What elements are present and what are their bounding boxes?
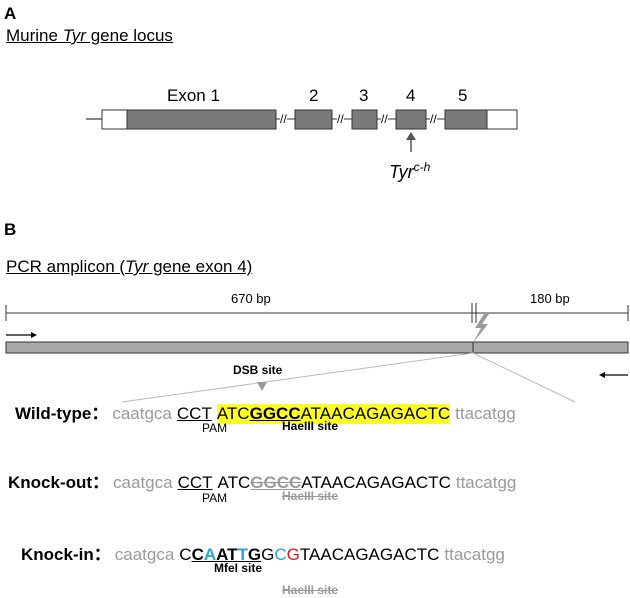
pam-sequence: CCT — [176, 404, 212, 423]
forward-primer-arrowhead — [31, 332, 37, 338]
knockin-base: C — [179, 545, 192, 564]
wildtype-pam-label: PAM — [202, 421, 228, 435]
allele-superscript: c-h — [413, 160, 431, 174]
target-sequence: ATCGGCCATAACAGAGACTC — [216, 404, 451, 424]
zoom-line-right — [472, 352, 576, 403]
target-pre: ATC — [216, 404, 250, 423]
panel-b-title-prefix: PCR amplicon ( — [6, 257, 126, 276]
length-right-label: 180 bp — [530, 291, 570, 306]
mfei-base: AT — [216, 545, 238, 564]
knockin-base-mutated: C — [274, 545, 287, 564]
flank-left: caatgca — [114, 545, 175, 564]
panel-b-title-gene: Tyr — [125, 257, 149, 276]
mfei-base: G — [247, 545, 262, 564]
exon-5-label: 5 — [458, 86, 468, 105]
flank-left: caatgca — [112, 404, 172, 423]
panel-a-title-gene: Tyr — [62, 26, 86, 45]
panel-a-title-suffix: gene locus — [85, 26, 173, 45]
mfei-base: C — [191, 545, 204, 564]
zoom-line-left — [121, 352, 474, 403]
knockout-haeiii-label: HaeIII site — [282, 489, 339, 503]
exon-4-box — [395, 109, 427, 130]
dsb-marker-icon — [257, 382, 267, 391]
exon-3-label: 3 — [359, 86, 369, 105]
flank-left: caatgca — [113, 473, 173, 492]
reverse-primer-arrowhead — [599, 372, 605, 378]
knockin-label: Knock-in — [21, 545, 94, 564]
flank-right: ttacatgg — [444, 545, 505, 564]
lightning-bolt-icon — [473, 314, 489, 343]
panel-a-title: Murine Tyr gene locus — [6, 26, 173, 46]
exon-5-box — [444, 109, 488, 130]
colon: ： — [92, 473, 110, 492]
knockout-pam-label: PAM — [202, 491, 228, 505]
exon-2-label: 2 — [309, 86, 319, 105]
haeiii-site-struck: GGCC — [250, 473, 302, 492]
exon-2-box — [294, 109, 333, 130]
colon: ： — [93, 545, 111, 564]
exon-1-box — [126, 109, 277, 130]
flank-right: ttacatgg — [455, 404, 516, 423]
target-pre: ATC — [217, 473, 251, 492]
panel-a-title-prefix: Murine — [6, 26, 63, 45]
knockin-mfei-label: MfeI site — [214, 561, 263, 575]
allele-label: Tyrc-h — [389, 160, 430, 183]
panel-b-label: B — [4, 220, 17, 239]
utr-left — [101, 109, 128, 130]
mfei-site-sequence: CAATTG — [192, 545, 262, 565]
panel-a-label: A — [4, 4, 17, 23]
allele-gene: Tyr — [389, 162, 414, 182]
panel-b-title: PCR amplicon (Tyr gene exon 4) — [6, 257, 252, 277]
exon-3-box — [351, 109, 378, 130]
knockin-base: G — [261, 545, 275, 564]
target-post: TAACAGAGACTC — [299, 545, 440, 564]
knockout-label: Knock-out — [8, 473, 93, 492]
pam-sequence: CCT — [177, 473, 213, 492]
target-post: ATAACAGAGACTC — [301, 473, 451, 492]
mfei-base-mutated: A — [203, 545, 217, 564]
wildtype-sequence-row: Wild-type： caatgca CCT ATCGGCCATAACAGAGA… — [15, 399, 516, 424]
target-post: ATAACAGAGACTC — [300, 404, 451, 423]
knockin-haeiii-label: HaeIII site — [282, 583, 339, 597]
exon-1-label: Exon 1 — [167, 86, 220, 105]
break-mark: // — [430, 112, 437, 126]
wildtype-label: Wild-type — [15, 404, 92, 423]
exon-4-label: 4 — [406, 86, 416, 105]
mutation-arrowhead — [406, 132, 416, 140]
colon: ： — [91, 404, 109, 423]
flank-right: ttacatgg — [455, 473, 517, 492]
amplicon-bar — [5, 341, 629, 354]
length-left-label: 670 bp — [231, 291, 271, 306]
utr-right — [486, 109, 518, 130]
knockin-base-mutated-red: G — [286, 545, 300, 564]
dsb-site-label: DSB site — [233, 363, 283, 377]
break-mark: // — [381, 112, 388, 126]
break-mark: // — [280, 112, 287, 126]
haeiii-site-sequence: GGCC — [249, 404, 301, 423]
panel-b-title-suffix: gene exon 4) — [148, 257, 253, 276]
mfei-base-mutated: T — [237, 545, 248, 564]
break-mark: // — [337, 112, 344, 126]
wildtype-haeiii-label: HaeIII site — [282, 419, 339, 433]
